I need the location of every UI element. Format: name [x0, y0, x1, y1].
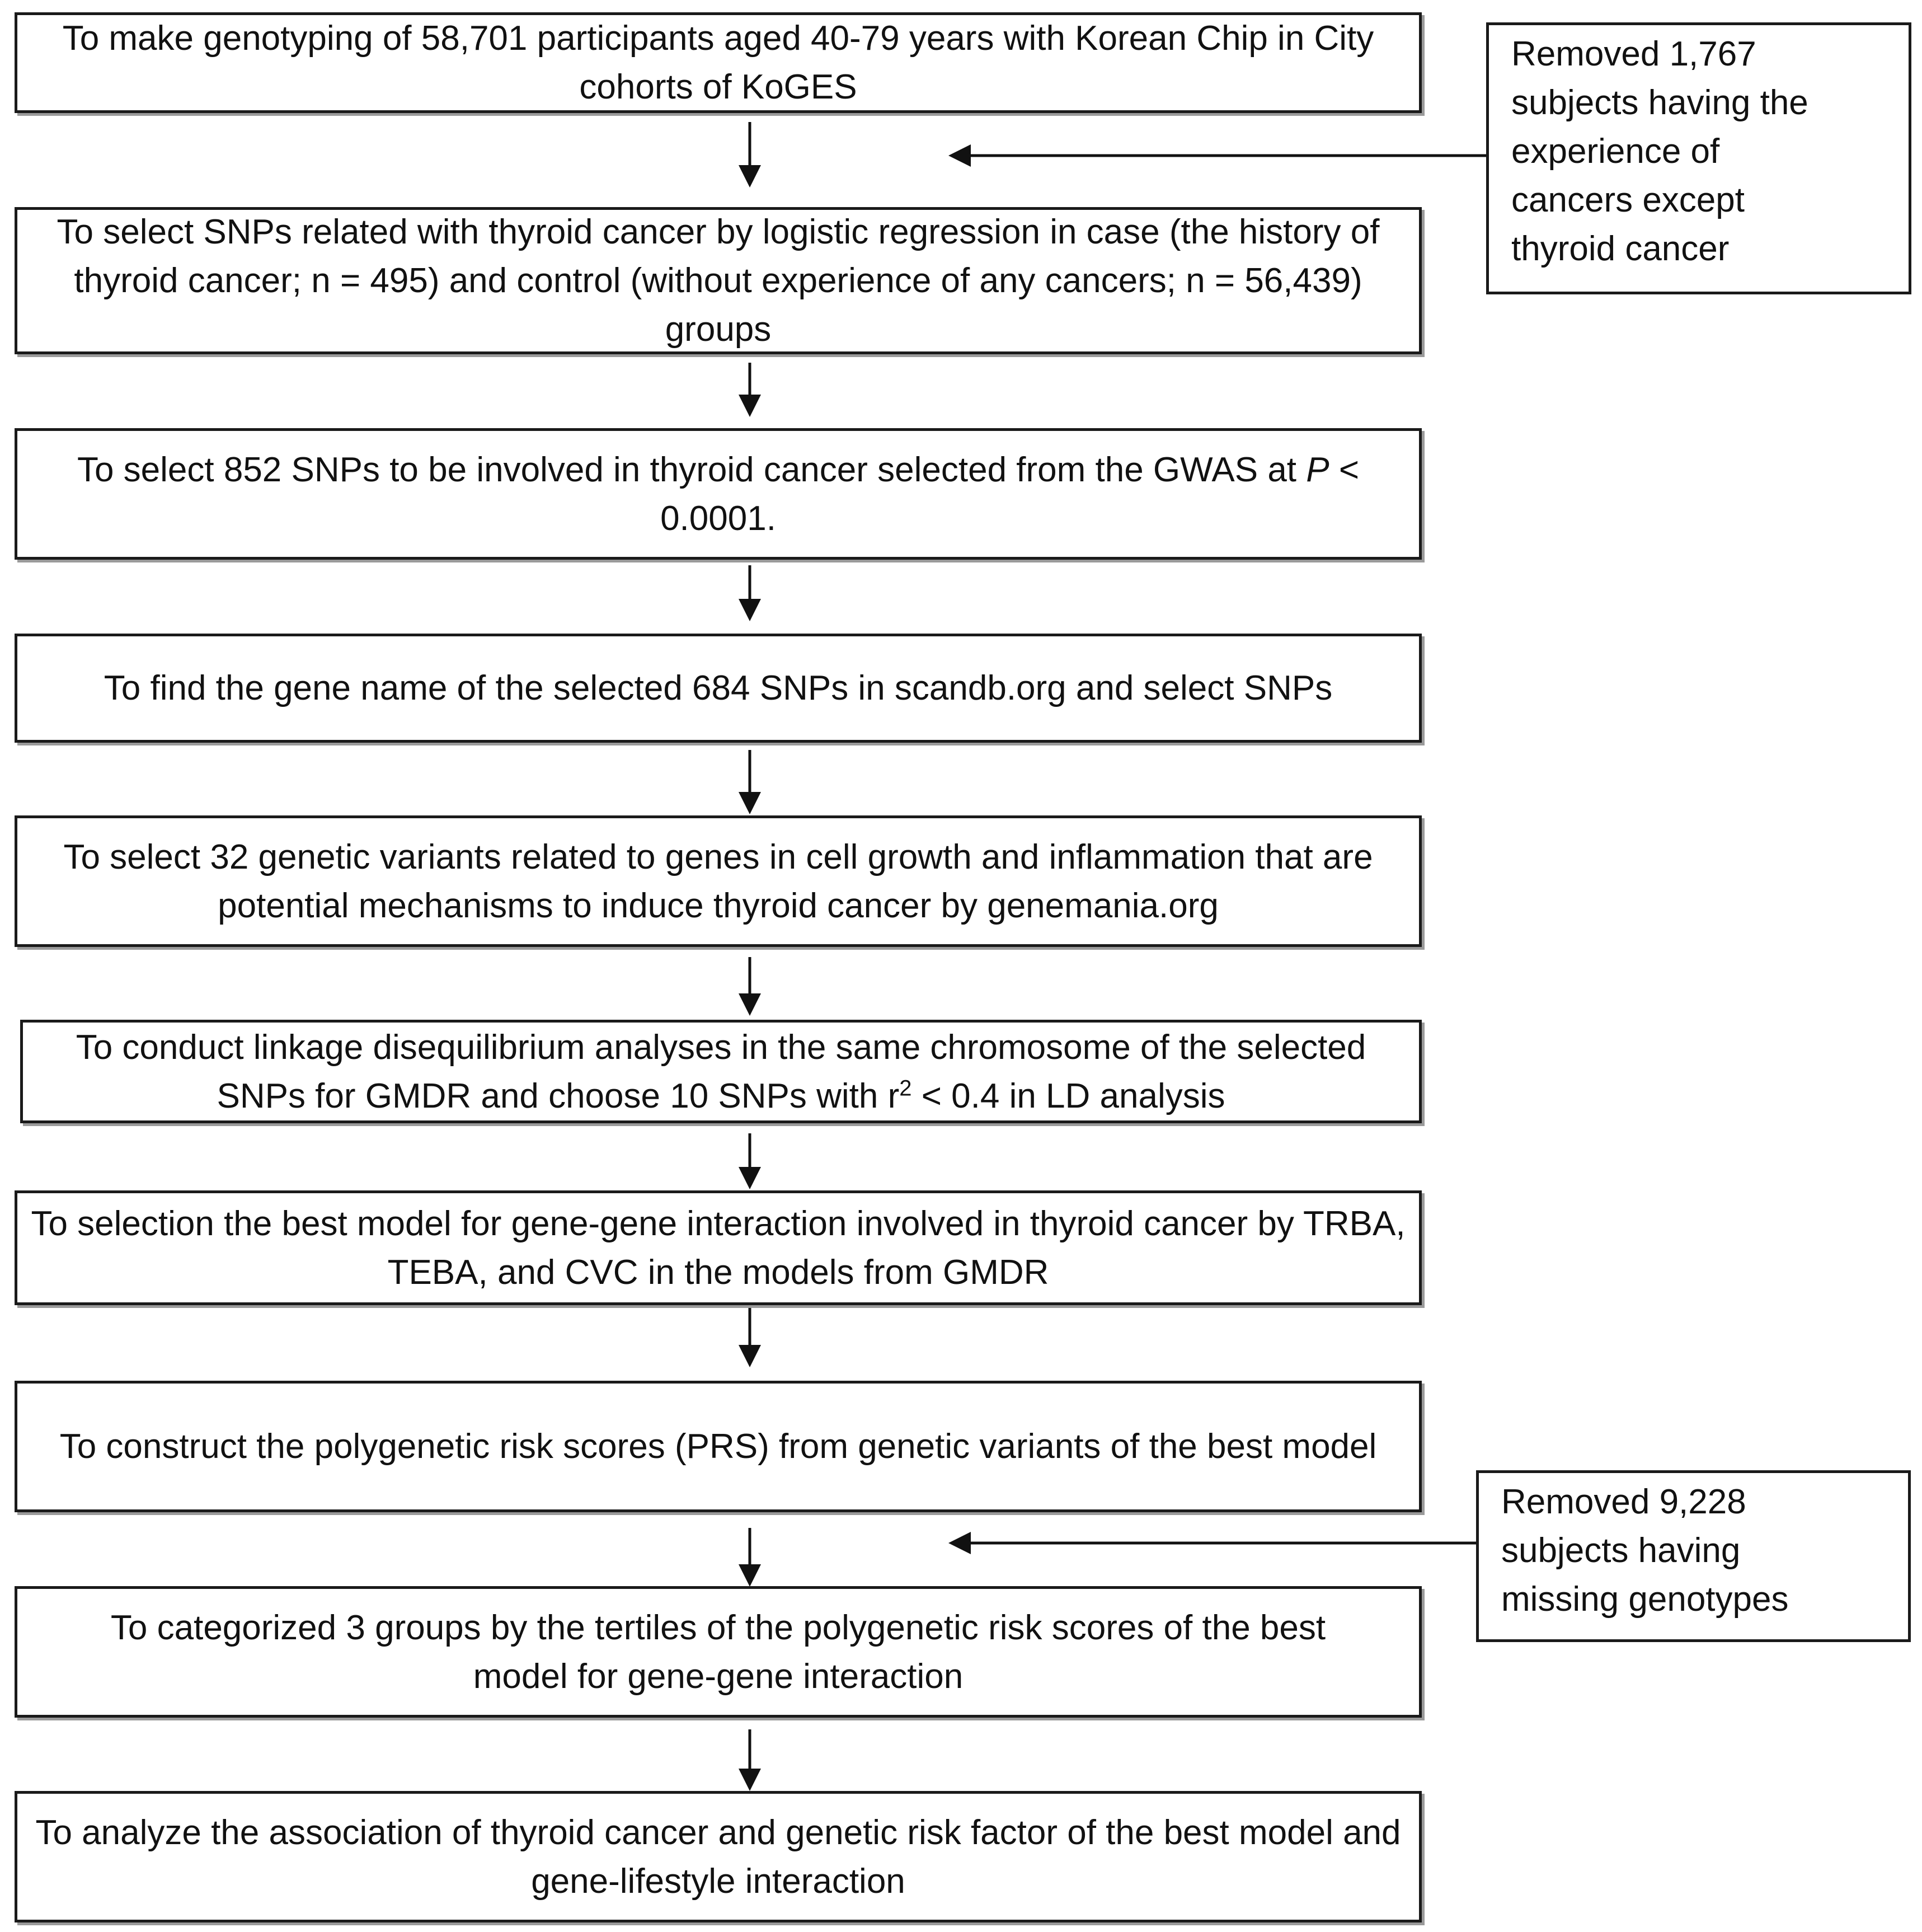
- step-3-box: To select 852 SNPs to be involved in thy…: [15, 428, 1422, 560]
- exclusion-box-2: Removed 9,228 subjects having missing ge…: [1476, 1470, 1911, 1642]
- step-9-box: To categorized 3 groups by the tertiles …: [15, 1586, 1422, 1718]
- exclusion-1-line-1: Removed 1,767: [1511, 35, 1756, 73]
- exclusion-2-line-2: subjects having: [1501, 1531, 1741, 1570]
- step-7-text: To selection the best model for gene-gen…: [31, 1204, 1406, 1292]
- step-7-box: To selection the best model for gene-gen…: [15, 1190, 1422, 1305]
- exclusion-1-line-5: thyroid cancer: [1511, 229, 1730, 268]
- step-6-text: To conduct linkage disequilibrium analys…: [36, 1023, 1406, 1120]
- step-5-box: To select 32 genetic variants related to…: [15, 815, 1422, 947]
- exclusion-2-line-1: Removed 9,228: [1501, 1483, 1746, 1521]
- exclusion-1-line-2: subjects having the: [1511, 83, 1808, 122]
- step-3-text: To select 852 SNPs to be involved in thy…: [31, 446, 1406, 543]
- step-5-text: To select 32 genetic variants related to…: [63, 837, 1373, 925]
- exclusion-1-line-3: experience of: [1511, 132, 1720, 171]
- step-2-box: To select SNPs related with thyroid canc…: [15, 207, 1422, 354]
- r-squared-superscript: 2: [899, 1075, 912, 1100]
- step-3-text-main: To select 852 SNPs to be involved in thy…: [77, 450, 1307, 489]
- step-3-text-threshold: < 0.0001.: [660, 450, 1360, 538]
- step-9-text: To categorized 3 groups by the tertiles …: [110, 1608, 1326, 1696]
- step-1-box: To make genotyping of 58,701 participant…: [15, 12, 1422, 113]
- step-8-text: To construct the polygenetic risk scores…: [59, 1427, 1377, 1466]
- exclusion-2-line-3: missing genotypes: [1501, 1580, 1789, 1619]
- exclusion-1-line-4: cancers except: [1511, 181, 1745, 219]
- step-4-box: To find the gene name of the selected 68…: [15, 634, 1422, 743]
- step-6-text-main: To conduct linkage disequilibrium analys…: [76, 1028, 1366, 1115]
- step-4-text: To find the gene name of the selected 68…: [104, 669, 1333, 707]
- step-6-text-threshold: < 0.4 in LD analysis: [911, 1076, 1225, 1115]
- exclusion-box-1: Removed 1,767 subjects having the experi…: [1486, 22, 1911, 294]
- step-1-text: To make genotyping of 58,701 participant…: [62, 19, 1374, 106]
- step-8-box: To construct the polygenetic risk scores…: [15, 1381, 1422, 1512]
- step-6-box: To conduct linkage disequilibrium analys…: [20, 1020, 1422, 1123]
- step-10-box: To analyze the association of thyroid ca…: [15, 1791, 1422, 1922]
- p-value-symbol: P: [1306, 450, 1329, 489]
- step-2-text: To select SNPs related with thyroid canc…: [57, 213, 1380, 349]
- step-10-text: To analyze the association of thyroid ca…: [35, 1813, 1401, 1901]
